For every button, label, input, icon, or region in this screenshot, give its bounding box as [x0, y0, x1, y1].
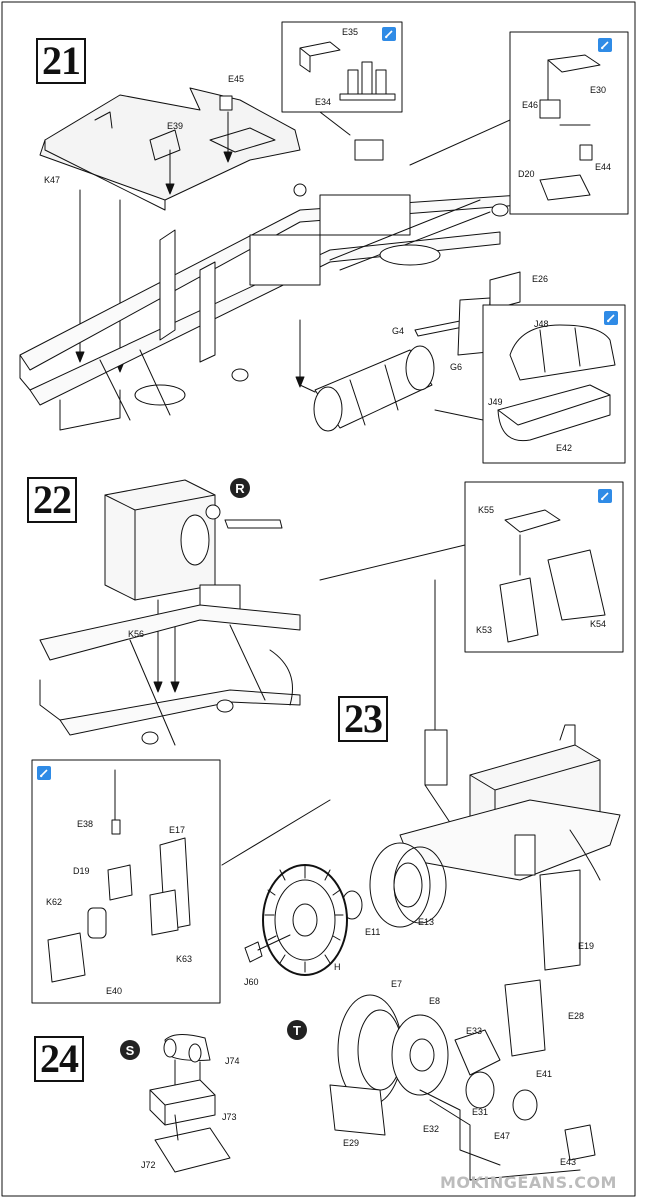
step22-assembly	[40, 480, 300, 745]
part-label-k63: K63	[176, 954, 193, 964]
part-label-e13: E13	[418, 917, 435, 927]
part-label-e33: E33	[466, 1026, 483, 1036]
step21-cab-floor	[40, 88, 300, 210]
step24-assembly	[150, 1034, 230, 1172]
option-marker-s: S	[120, 1040, 140, 1060]
part-label-e42: E42	[556, 443, 573, 453]
option-marker-r: R	[230, 478, 250, 498]
part-label-j48: J48	[534, 319, 549, 329]
part-label-k53: K53	[476, 625, 493, 635]
step-number-21: 21	[36, 38, 86, 84]
part-label-e38: E38	[77, 819, 94, 829]
part-label-e11: E11	[365, 927, 381, 937]
part-label-k62: K62	[46, 897, 63, 907]
step23-brake-assembly	[330, 980, 595, 1180]
part-label-e44: E44	[595, 162, 612, 172]
part-label-e8: E8	[429, 996, 441, 1006]
watermark: MOKINGEANS.COM	[440, 1173, 617, 1192]
step-number-22: 22	[27, 477, 77, 523]
part-label-e45: E45	[228, 74, 245, 84]
part-label-e47: E47	[494, 1131, 511, 1141]
part-label-e29: E29	[343, 1138, 360, 1148]
part-label-h: H	[334, 962, 341, 972]
part-label-e7: E7	[391, 979, 403, 989]
part-label-k56: K56	[128, 629, 145, 639]
step23-assembly	[222, 580, 620, 975]
part-label-e30: E30	[590, 85, 607, 95]
part-label-e28: E28	[568, 1011, 585, 1021]
part-label-e17: E17	[169, 825, 186, 835]
part-label-e39: E39	[167, 121, 184, 131]
part-label-j74: J74	[225, 1056, 240, 1066]
glue-icon	[598, 38, 612, 52]
part-label-e40: E40	[106, 986, 123, 996]
glue-icon	[37, 766, 51, 780]
part-label-e41: E41	[536, 1069, 553, 1079]
part-label-e31: E31	[472, 1107, 489, 1117]
step-number-24: 24	[34, 1036, 84, 1082]
part-label-e26: E26	[532, 274, 549, 284]
part-label-j72: J72	[141, 1160, 156, 1170]
glue-icon	[598, 489, 612, 503]
part-label-e34: E34	[315, 97, 332, 107]
fuel-tank	[296, 320, 434, 431]
step21-chassis	[20, 184, 520, 430]
part-label-e19: E19	[578, 941, 595, 951]
glue-icon	[604, 311, 618, 325]
part-label-k47: K47	[44, 175, 61, 185]
part-label-j60: J60	[244, 977, 259, 987]
part-label-e35: E35	[342, 27, 359, 37]
part-label-e32: E32	[423, 1124, 440, 1134]
part-label-g6: G6	[450, 362, 463, 372]
part-label-j49: J49	[488, 397, 503, 407]
option-marker-t: T	[287, 1020, 307, 1040]
part-label-k55: K55	[478, 505, 495, 515]
part-label-e43: E43	[560, 1157, 577, 1167]
step-number-23: 23	[338, 696, 388, 742]
part-label-d20: D20	[518, 169, 535, 179]
part-label-j73: J73	[222, 1112, 237, 1122]
part-label-k54: K54	[590, 619, 607, 629]
part-label-g4: G4	[392, 326, 405, 336]
part-label-e46: E46	[522, 100, 539, 110]
glue-icon	[382, 27, 396, 41]
part-label-d19: D19	[73, 866, 90, 876]
